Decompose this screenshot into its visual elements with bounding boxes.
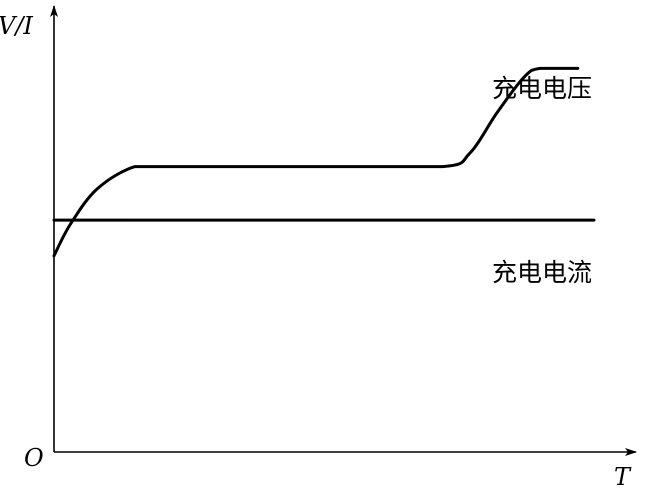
series-charging-voltage-label: 充电电压 bbox=[492, 74, 592, 103]
series-charging-current-label: 充电电流 bbox=[492, 258, 592, 287]
series-charging-voltage-line bbox=[52, 66, 580, 258]
x-axis-label: T bbox=[614, 463, 632, 488]
origin-label: O bbox=[24, 444, 44, 472]
y-axis-label: V/I bbox=[0, 12, 33, 40]
